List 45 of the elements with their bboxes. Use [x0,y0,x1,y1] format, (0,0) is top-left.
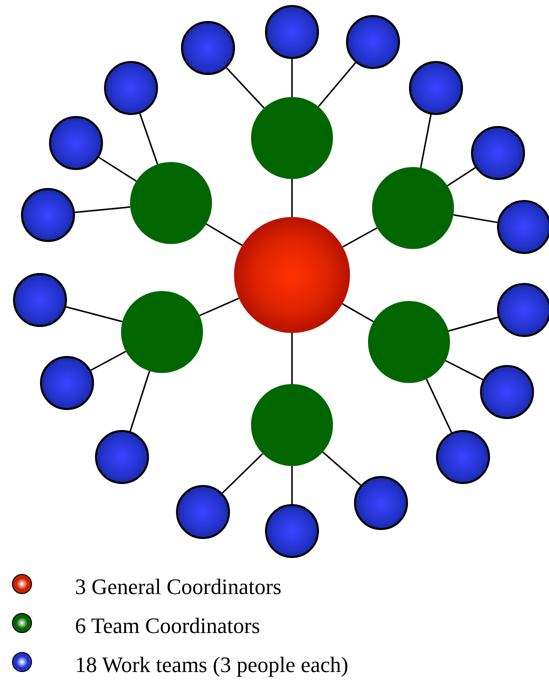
work-team-circle [436,430,490,484]
work-team-circle [49,116,103,170]
connector-line [342,227,378,248]
work-team-circle [497,283,549,337]
connector-line [342,303,374,322]
work-team-circle [176,485,230,539]
connector-line [206,223,243,246]
connector-line [322,451,362,486]
connector-line [291,59,293,97]
work-team-circle [181,21,235,75]
work-team-circle [40,356,94,410]
connector-line [90,350,126,371]
work-team-circle [95,430,149,484]
connector-line [130,370,150,432]
connector-line [445,360,484,380]
work-team-circle [104,61,158,115]
connector-line [98,156,137,182]
work-team-circle [354,476,408,530]
work-team-circle [265,5,319,59]
connector-line [199,298,240,316]
legend-label: 18 Work teams (3 people each) [75,652,348,678]
work-team-circle [346,15,400,69]
work-team-circle [497,200,549,254]
connector-line [426,378,452,433]
connector-line [291,179,293,217]
legend-label: 3 General Coordinators [75,574,282,600]
connector-line [74,206,130,214]
connector-line [447,167,476,186]
work-team-circle [13,273,67,327]
connector-line [420,114,432,168]
connector-line [291,333,293,384]
connector-line [222,453,264,494]
connector-line [139,113,158,165]
work-team-circle [265,504,319,558]
connector-line [318,62,356,108]
work-team-circle [21,188,75,242]
work-team-circle [409,61,463,115]
work-team-circle [471,126,525,180]
connector-line [448,316,498,332]
connector-line [291,466,293,504]
connector-line [226,67,265,109]
work-team-circle [480,365,534,419]
legend-label: 6 Team Coordinators [75,613,260,639]
connector-line [453,214,498,224]
connector-line [66,306,123,322]
